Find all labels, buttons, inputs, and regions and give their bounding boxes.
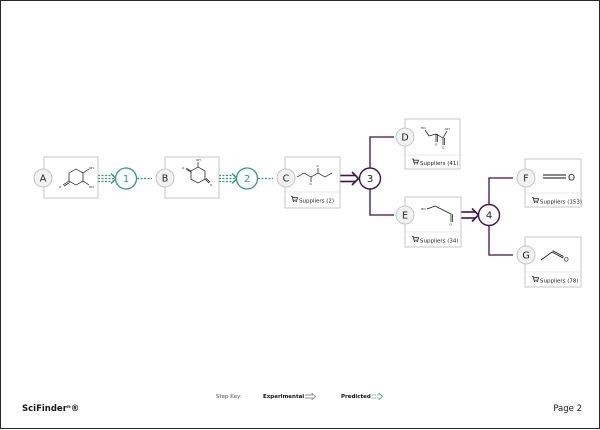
- compound-label-d: D: [401, 133, 408, 144]
- compound-badge-a: [33, 168, 53, 188]
- compound-label-g: G: [522, 251, 529, 262]
- compound-label-f: F: [523, 174, 528, 185]
- experimental-connector-4-f-g: [488, 177, 513, 256]
- structure-d-oh: OH: [445, 127, 450, 131]
- structure-e-o: O: [450, 223, 453, 227]
- dashed-double-arrow-icon: [371, 392, 384, 403]
- structure-c: [296, 168, 333, 182]
- structure-f-o: O: [568, 174, 575, 184]
- suppliers-link-e[interactable]: Suppliers (34): [420, 239, 459, 245]
- step-key-experimental-label: Experimental: [263, 394, 305, 400]
- step-number-1: 1: [123, 174, 129, 185]
- structure-a: [62, 168, 90, 187]
- compound-box-d[interactable]: [404, 118, 461, 170]
- structure-d-o1: O: [435, 143, 438, 147]
- experimental-arrow-c-3: [340, 171, 360, 186]
- compound-badge-b: [155, 168, 175, 188]
- compound-box-e[interactable]: [404, 196, 462, 248]
- compound-badge-d: [395, 127, 415, 147]
- step-circle-2[interactable]: [235, 167, 259, 190]
- structure-e: [426, 205, 453, 222]
- predicted-connector-b-2: [219, 173, 238, 184]
- structure-b: [185, 162, 211, 184]
- step-key-label: Step Key:: [216, 394, 242, 400]
- double-arrow-outline-icon: [304, 392, 317, 403]
- step-number-2: 2: [244, 174, 250, 185]
- structure-b-o-left: O: [182, 166, 185, 170]
- step-number-3: 3: [367, 174, 373, 185]
- structure-g-o: O: [564, 257, 569, 264]
- compound-label-a: A: [40, 174, 47, 185]
- structure-b-o-right: O: [210, 183, 213, 187]
- suppliers-link-g[interactable]: Suppliers (78): [540, 279, 579, 285]
- experimental-connector-3-d-e: [369, 136, 394, 216]
- compound-badge-c: [276, 168, 296, 188]
- scifinder-brand: SciFinderⁿ®: [22, 404, 80, 414]
- structure-b-oh: OH: [196, 158, 201, 162]
- suppliers-link-d[interactable]: Suppliers (41): [420, 161, 459, 167]
- compound-label-c: C: [283, 174, 290, 185]
- predicted-connector-a-1: [98, 173, 117, 184]
- compound-badge-g: [516, 245, 536, 265]
- structure-d-ho: HO: [421, 126, 426, 130]
- suppliers-link-f[interactable]: Suppliers (153): [540, 200, 582, 206]
- structure-d-o2: O: [442, 146, 445, 150]
- compound-badge-f: [516, 168, 536, 188]
- structure-d: [424, 129, 448, 145]
- structure-c-o-bottom: O: [310, 182, 313, 186]
- experimental-arrow-e-4: [461, 207, 480, 223]
- structure-g: [540, 250, 564, 261]
- step-circle-1[interactable]: [114, 167, 138, 190]
- structure-a-oh-bottom: OH: [89, 185, 94, 189]
- page-number: Page 2: [553, 404, 582, 414]
- step-key-legend: Step Key: Experimental Predicted: [1, 392, 600, 406]
- compound-label-e: E: [402, 211, 408, 222]
- structure-f: [543, 174, 566, 179]
- compound-badge-e: [395, 205, 415, 225]
- structure-a-o: O: [59, 185, 62, 189]
- suppliers-link-c[interactable]: Suppliers (2): [299, 199, 334, 205]
- structure-a-oh-top: OH: [89, 166, 94, 170]
- step-number-4: 4: [486, 211, 492, 222]
- structure-c-o-top: O: [317, 164, 320, 168]
- step-circle-3[interactable]: [358, 167, 382, 190]
- structure-e-ho: HO: [421, 207, 426, 211]
- step-key-predicted-label: Predicted: [341, 394, 371, 400]
- compound-label-b: B: [162, 174, 169, 185]
- compound-box-g[interactable]: [524, 236, 582, 288]
- step-circle-4[interactable]: [477, 203, 501, 227]
